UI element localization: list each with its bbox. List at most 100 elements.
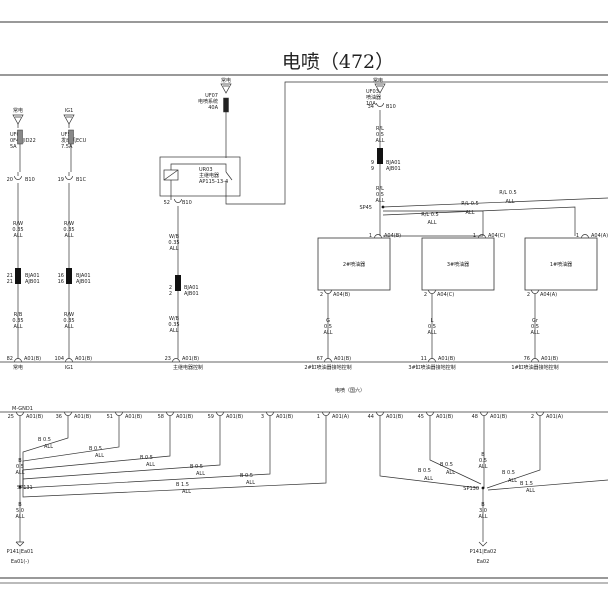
wire-config-label: ALL — [428, 220, 437, 226]
fuse-rating-label: 5A — [10, 144, 17, 150]
relay-name-label: 主继电器 — [199, 172, 219, 179]
ecu-connector-label: A01(B) — [490, 414, 507, 420]
connector-pin-label: 20 — [7, 177, 13, 183]
ecu-connector-label: A01(B) — [438, 356, 455, 362]
fuse-rating-label: 40A — [208, 105, 218, 111]
wire-config-label: ALL — [466, 210, 475, 216]
ecu-connector-label: A01(B) — [541, 356, 558, 362]
wire-config-label: ALL — [14, 233, 23, 239]
fuse-source-label: IG1 — [65, 108, 74, 114]
injector-out-pin-icon — [428, 289, 436, 294]
feed-wire-1 — [382, 206, 576, 236]
wire-color-label: R/L — [376, 126, 384, 132]
ground-branch-wire-right — [487, 479, 608, 491]
inline-pin-label: 2 — [169, 291, 172, 297]
circuit-function-label: 3#缸喷油器接地控制 — [408, 364, 455, 371]
wire-color-label: G — [326, 318, 330, 324]
ground-name-label: Ea01(-) — [11, 559, 29, 565]
ground-branch-wire — [22, 416, 327, 498]
power-source-icon — [12, 114, 24, 125]
wire-config-label: ALL — [65, 324, 74, 330]
page-title: 电喷（472） — [282, 51, 394, 73]
wire-spec-label: B 1.5 — [520, 481, 533, 487]
inline-pin-label: 21 — [7, 273, 13, 279]
wire-gauge-label: 0.5 — [428, 324, 436, 330]
ground-icon — [478, 541, 488, 547]
ecu-pin-label: 82 — [7, 356, 13, 362]
ecu-pin-icon — [531, 358, 539, 363]
wire-color-label: Gr — [532, 318, 539, 324]
fuse-source-label: 常电 — [13, 107, 23, 114]
ground-branch-wire — [22, 416, 271, 489]
wire-color-label: B — [481, 502, 485, 508]
ecu-connector-label: A01(B) — [386, 414, 403, 420]
circuit-function-label: 2#缸喷油器接地控制 — [304, 364, 351, 371]
relay-wire — [170, 163, 227, 172]
fuse-desc-label: 0F40|ID22 — [10, 138, 36, 144]
connector-label: B1C — [76, 177, 87, 183]
ecu-pin-label: 23 — [165, 356, 171, 362]
fuse-id-label: UF02 — [10, 132, 23, 138]
power-source-icon — [374, 83, 386, 94]
injector-name-label: 1#喷油器 — [550, 261, 572, 268]
circuit-function-label: 1#缸喷油器接地控制 — [511, 364, 558, 371]
wire-config-label: ALL — [95, 453, 104, 459]
injector-connector-label: A04(C) — [437, 292, 454, 298]
ecu-pin-icon — [324, 358, 332, 363]
fuse-icon — [223, 97, 229, 113]
wire-color-label: B — [18, 502, 22, 508]
ecu-pin-icon — [65, 358, 73, 363]
connector-pin-label: 19 — [58, 177, 64, 183]
ecu-ground-pin-icon — [115, 411, 123, 416]
connector-label: B10 — [386, 104, 396, 110]
connector-pin-icon — [174, 198, 182, 203]
wire-config-label: ALL — [146, 462, 155, 468]
ecu-connector-label: A01(B) — [176, 414, 193, 420]
wire-config-label: ALL — [14, 324, 23, 330]
ecu-ground-pin-icon — [216, 411, 224, 416]
connector-pin-icon — [65, 175, 73, 180]
wire-color-label: L — [431, 318, 434, 324]
wire-spec-label: B 0.5 — [418, 468, 431, 474]
wire-config-label: ALL — [506, 199, 515, 205]
wire-config-label: ALL — [246, 480, 255, 486]
ecu-pin-label: 104 — [54, 356, 64, 362]
ecu-connector-label: A01(B) — [334, 356, 351, 362]
ground-point-label: P141|Ea02 — [470, 549, 497, 555]
connector-label: B10 — [25, 177, 35, 183]
wire-color-label: B — [481, 452, 485, 458]
ecu-ground-pin-icon — [266, 411, 274, 416]
power-circuit-ig1: IG1UF56发动机ECU7.5A19B1CR/W0.35ALL1616BJA0… — [54, 108, 92, 371]
injector-out-pin-label: 2 — [320, 292, 323, 298]
injector-out-pin-icon — [324, 289, 332, 294]
power-source-icon — [220, 83, 232, 94]
ground-branch-wire — [379, 416, 480, 489]
wire-gauge-label: 0.5 — [531, 324, 539, 330]
inline-connector-label: BJA01 — [25, 273, 40, 279]
wire-spec-label: R/L 0.5 — [421, 212, 439, 218]
ecu-pin-label: 51 — [107, 414, 113, 420]
inline-connector-label: AJB01 — [76, 279, 91, 285]
wire-config-label: ALL — [16, 514, 25, 520]
connector-pin-icon — [14, 175, 22, 180]
wire-spec-label: B 0.5 — [190, 464, 203, 470]
fuse-desc-label: 发动机ECU — [61, 137, 87, 144]
fuse-icon — [17, 129, 23, 145]
circuit-function-label: IG1 — [65, 365, 74, 371]
ecu-pin-label: 3 — [261, 414, 264, 420]
ecu-ground-pin-icon — [536, 411, 544, 416]
fuse-id-label: UF03 — [366, 89, 379, 95]
ecu-pin-label: 59 — [208, 414, 214, 420]
wire-gauge-label: 0.5 — [376, 192, 384, 198]
fuse-icon — [68, 129, 74, 145]
